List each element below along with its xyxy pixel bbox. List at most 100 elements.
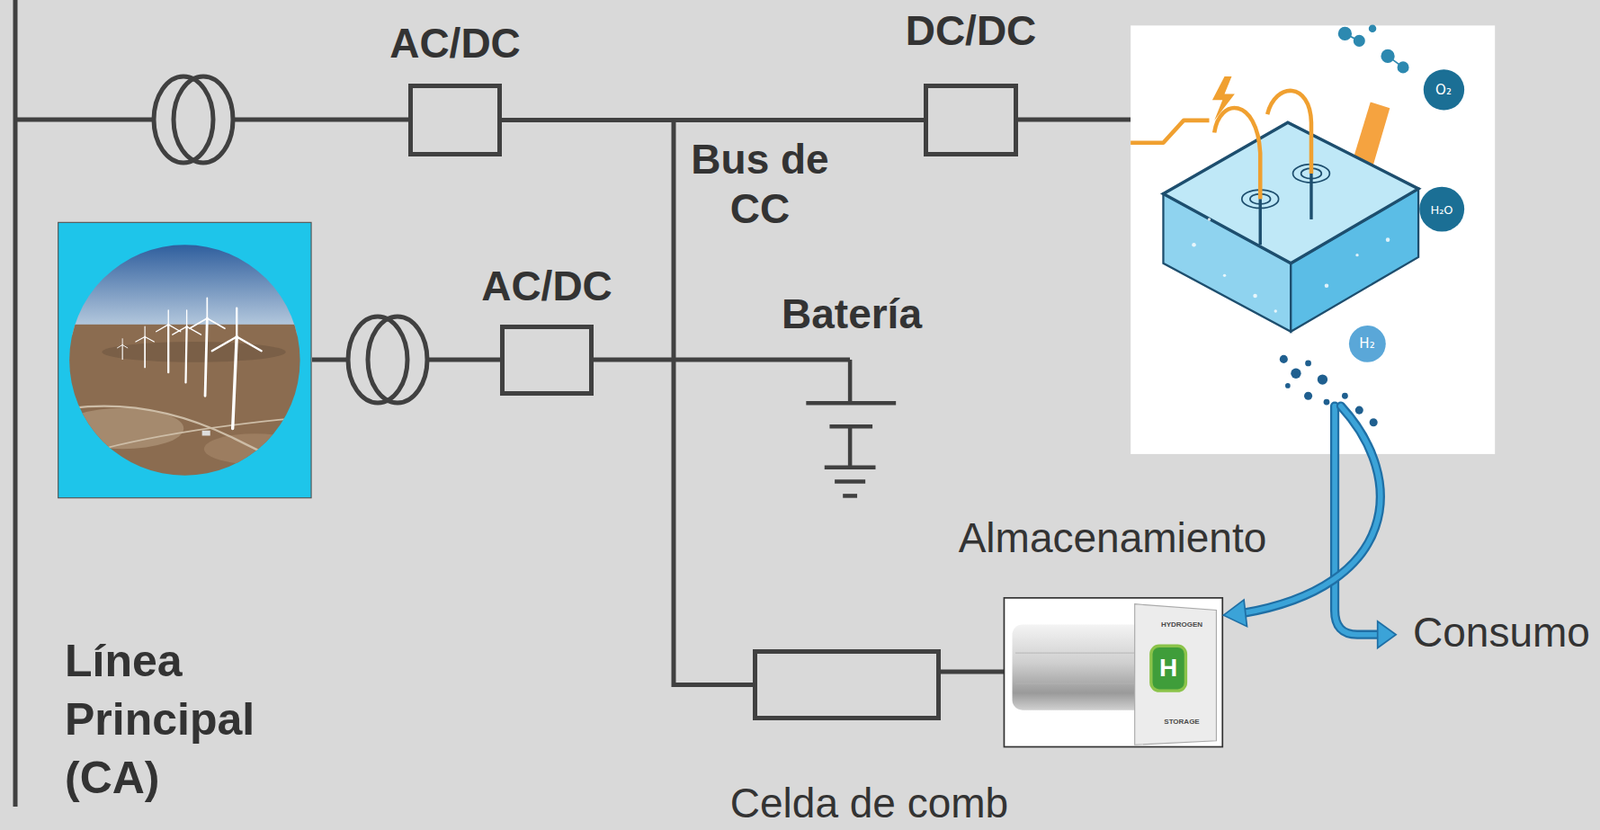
battery-symbol [848,426,853,467]
top-wires [15,117,154,123]
electrolyser-picture [1349,325,1386,363]
flow-arrow [1377,621,1396,648]
electrolyser-picture [1279,355,1288,364]
electrolyser-picture [1341,393,1349,400]
electrolyser-picture [1369,25,1377,32]
bus-wire [501,120,753,686]
electrolyser-picture [1385,237,1391,242]
electrolyser-picture [1355,406,1364,415]
electrolyser-picture [1369,418,1378,427]
wind-farm-picture [116,339,127,349]
wind-farm-picture [67,324,303,483]
line-label: Línea Principal (CA) [64,632,290,808]
storage-picture [1015,683,1142,685]
battery-symbol [842,493,858,499]
electrolyser-picture [1191,242,1197,248]
electrolyser-picture [1381,50,1395,63]
electrolyser-picture [1339,27,1352,41]
battery-symbol [805,401,896,406]
flow-label: Consumo [1412,611,1591,653]
electrolyser-picture [1355,253,1359,257]
transformer-symbol [348,316,428,403]
wind-wires [312,357,349,363]
electrolyser-picture [1259,198,1262,245]
electrolyser-picture [1323,399,1331,406]
wind-farm-picture [101,341,286,363]
wind-wires [940,670,1004,675]
wind-farm-picture [205,318,207,396]
tank-logo: H [1159,655,1178,681]
electrolyser-picture [1285,383,1291,389]
converter-label: AC/DC [481,265,613,307]
fuel-cell-box: Celda de comb [752,649,941,721]
tank-text: STORAGE [1163,718,1199,726]
flow-arrow [1242,406,1381,614]
wind-farm-picture [232,336,238,429]
tank-text: HYDROGEN [1161,621,1203,629]
electrolyser-picture [1130,25,1495,455]
wind-farm-picture [58,222,312,498]
converter-box: AC/DC [408,83,502,157]
electrolyser-picture [1130,120,1209,144]
converter-box: DC/DC [923,83,1019,157]
wind-farm-picture [67,242,303,335]
battery-symbol [805,359,896,496]
wind-farm-picture [61,242,308,483]
electrolyser-picture [1324,283,1330,288]
electrolyser-picture [1274,309,1278,313]
transformer-symbol [173,76,233,163]
converter-label: AC/DC [389,22,521,64]
flow-arrow [1242,406,1381,614]
electrolyser-picture [1223,274,1226,278]
storage-picture [1012,624,1145,710]
top-wires [232,117,409,123]
converter-box: AC/DC [500,324,594,396]
wind-farm-picture [189,297,225,329]
flow-label: Almacenamiento [958,517,1268,559]
wind-wires [312,359,1004,672]
molecule-label: O₂ [1435,83,1452,98]
wind-farm-picture [71,406,307,473]
electrolyser-picture [1397,62,1408,72]
wind-wires [427,357,501,363]
transformer-symbol [367,316,428,403]
electrolyser-picture [1317,374,1328,385]
electrolyser-picture [1242,164,1331,246]
wind-farm-picture [143,336,146,367]
electrolyser-picture [1214,107,1261,199]
flow-arrow [1223,599,1247,626]
electrolyser-picture [1290,368,1301,379]
electrolyser-picture [1419,187,1465,233]
wind-farm-picture [172,310,202,335]
bus-label: Bus de CC [679,134,841,234]
converter-label: DC/DC [905,9,1037,52]
electrolyser-picture [1339,25,1409,72]
wind-wires [593,357,850,363]
molecule-label: H₂ [1358,337,1375,351]
transformer-symbol [153,76,233,163]
electrolyser-picture [1279,355,1378,427]
electrolyser-picture [1305,360,1312,367]
illustrations [58,25,1496,747]
battery-label: Batería [781,293,922,335]
storage-picture [1015,652,1142,654]
electrolyser-picture [1191,217,1390,313]
wind-farm-picture [116,297,261,429]
wind-farm-picture [58,222,312,498]
wind-farm-picture [167,324,170,373]
electrolyser-picture [1304,392,1313,401]
electrolyser-picture [1212,76,1235,121]
wind-farm-picture [212,308,262,352]
storage-picture [1003,598,1223,748]
electrolyser-picture [1207,217,1211,221]
electrolyser-picture [1162,122,1419,264]
wind-farm-picture [101,418,296,449]
storage-picture [1003,598,1223,748]
electrolyser-picture [1309,173,1313,220]
top-wires [1018,117,1131,123]
fuel-cell-label: Celda de comb [730,782,1009,824]
wind-farm-picture [135,326,154,342]
storage-picture [1135,604,1217,746]
